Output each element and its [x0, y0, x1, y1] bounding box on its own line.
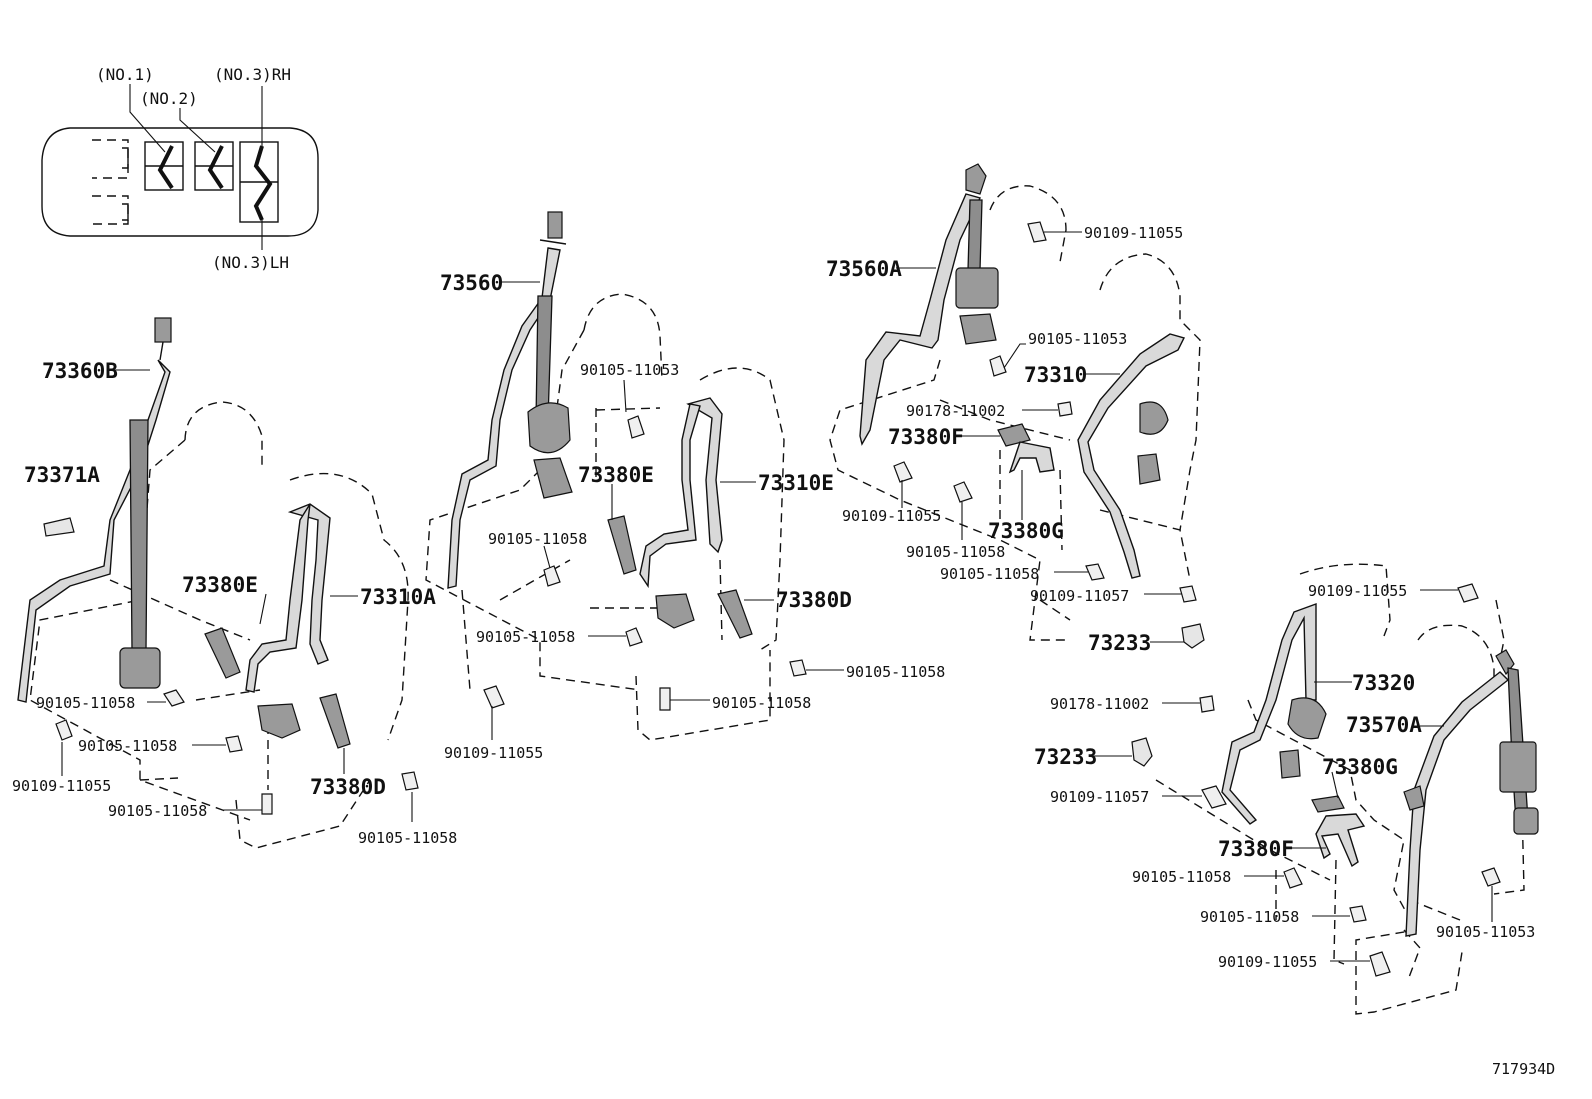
fastener-label-16: 90105-11058	[906, 543, 1005, 561]
fastener-label-3: 90109-11055	[12, 777, 111, 795]
part-label-73360B: 73360B	[42, 359, 118, 383]
seat-group-3: 73560A 73310 73380F 73380G 73233 90109-1…	[826, 163, 1205, 655]
fastener-label-9: 90109-11055	[444, 744, 543, 762]
fastener-label-2: 90105-11058	[78, 737, 177, 755]
fastener-label-21: 90109-11057	[1050, 788, 1149, 806]
seat-group-1: 73360B 73371A 73380E 73310A 73380D 90105…	[12, 317, 457, 849]
part-label-73560: 73560	[440, 271, 503, 295]
fastener-label-23: 90105-11058	[1200, 908, 1299, 926]
part-label-73380D-2: 73380D	[776, 588, 852, 612]
part-label-73560A: 73560A	[826, 257, 902, 281]
fastener-label-5: 90105-11058	[358, 829, 457, 847]
fastener-label-8: 90105-11058	[476, 628, 575, 646]
fastener-label-4: 90105-11058	[108, 802, 207, 820]
fastener-label-25: 90105-11053	[1436, 923, 1535, 941]
part-label-73371A: 73371A	[24, 463, 100, 487]
fastener-label-15: 90109-11055	[842, 507, 941, 525]
inset-label-no1: (NO.1)	[96, 65, 154, 84]
part-label-73233-2: 73233	[1034, 745, 1097, 769]
fastener-label-7: 90105-11058	[488, 530, 587, 548]
fastener-label-13: 90105-11053	[1028, 330, 1127, 348]
fastener-label-1: 90105-11058	[36, 694, 135, 712]
part-label-73320: 73320	[1352, 671, 1415, 695]
part-label-73310E: 73310E	[758, 471, 834, 495]
part-label-73380E-2: 73380E	[578, 463, 654, 487]
fastener-label-14: 90178-11002	[906, 402, 1005, 420]
seat-group-4: 73320 73570A 73233 73380G 73380F 90109-1…	[1034, 563, 1539, 1015]
fastener-label-22: 90105-11058	[1132, 868, 1231, 886]
fastener-label-19: 90109-11055	[1308, 582, 1407, 600]
seat-layout-inset: (NO.1) (NO.2) (NO.3)RH (NO.3)LH	[41, 65, 319, 272]
part-label-73380G-2: 73380G	[1322, 755, 1398, 779]
part-label-73570A: 73570A	[1346, 713, 1422, 737]
part-label-73310A: 73310A	[360, 585, 436, 609]
fastener-label-17: 90105-11058	[940, 565, 1039, 583]
inset-label-no3lh: (NO.3)LH	[212, 253, 289, 272]
fastener-label-18: 90109-11057	[1030, 587, 1129, 605]
part-label-73380E-1: 73380E	[182, 573, 258, 597]
seat-group-2: 73560 73380E 73310E 73380D 90105-11053 9…	[425, 211, 945, 762]
part-label-73380F-1: 73380F	[888, 425, 964, 449]
fastener-label-20: 90178-11002	[1050, 695, 1149, 713]
fastener-label-12: 90109-11055	[1084, 224, 1183, 242]
fastener-label-10: 90105-11058	[712, 694, 811, 712]
part-label-73380D-1: 73380D	[310, 775, 386, 799]
inset-label-no2: (NO.2)	[140, 89, 198, 108]
part-label-73380G-1: 73380G	[988, 519, 1064, 543]
fastener-label-11: 90105-11058	[846, 663, 945, 681]
part-label-73233-1: 73233	[1088, 631, 1151, 655]
inset-label-no3rh: (NO.3)RH	[214, 65, 291, 84]
fastener-label-6: 90105-11053	[580, 361, 679, 379]
fastener-label-24: 90109-11055	[1218, 953, 1317, 971]
part-label-73380F-2: 73380F	[1218, 837, 1294, 861]
part-label-73310: 73310	[1024, 363, 1087, 387]
figure-code: 717934D	[1492, 1060, 1555, 1078]
